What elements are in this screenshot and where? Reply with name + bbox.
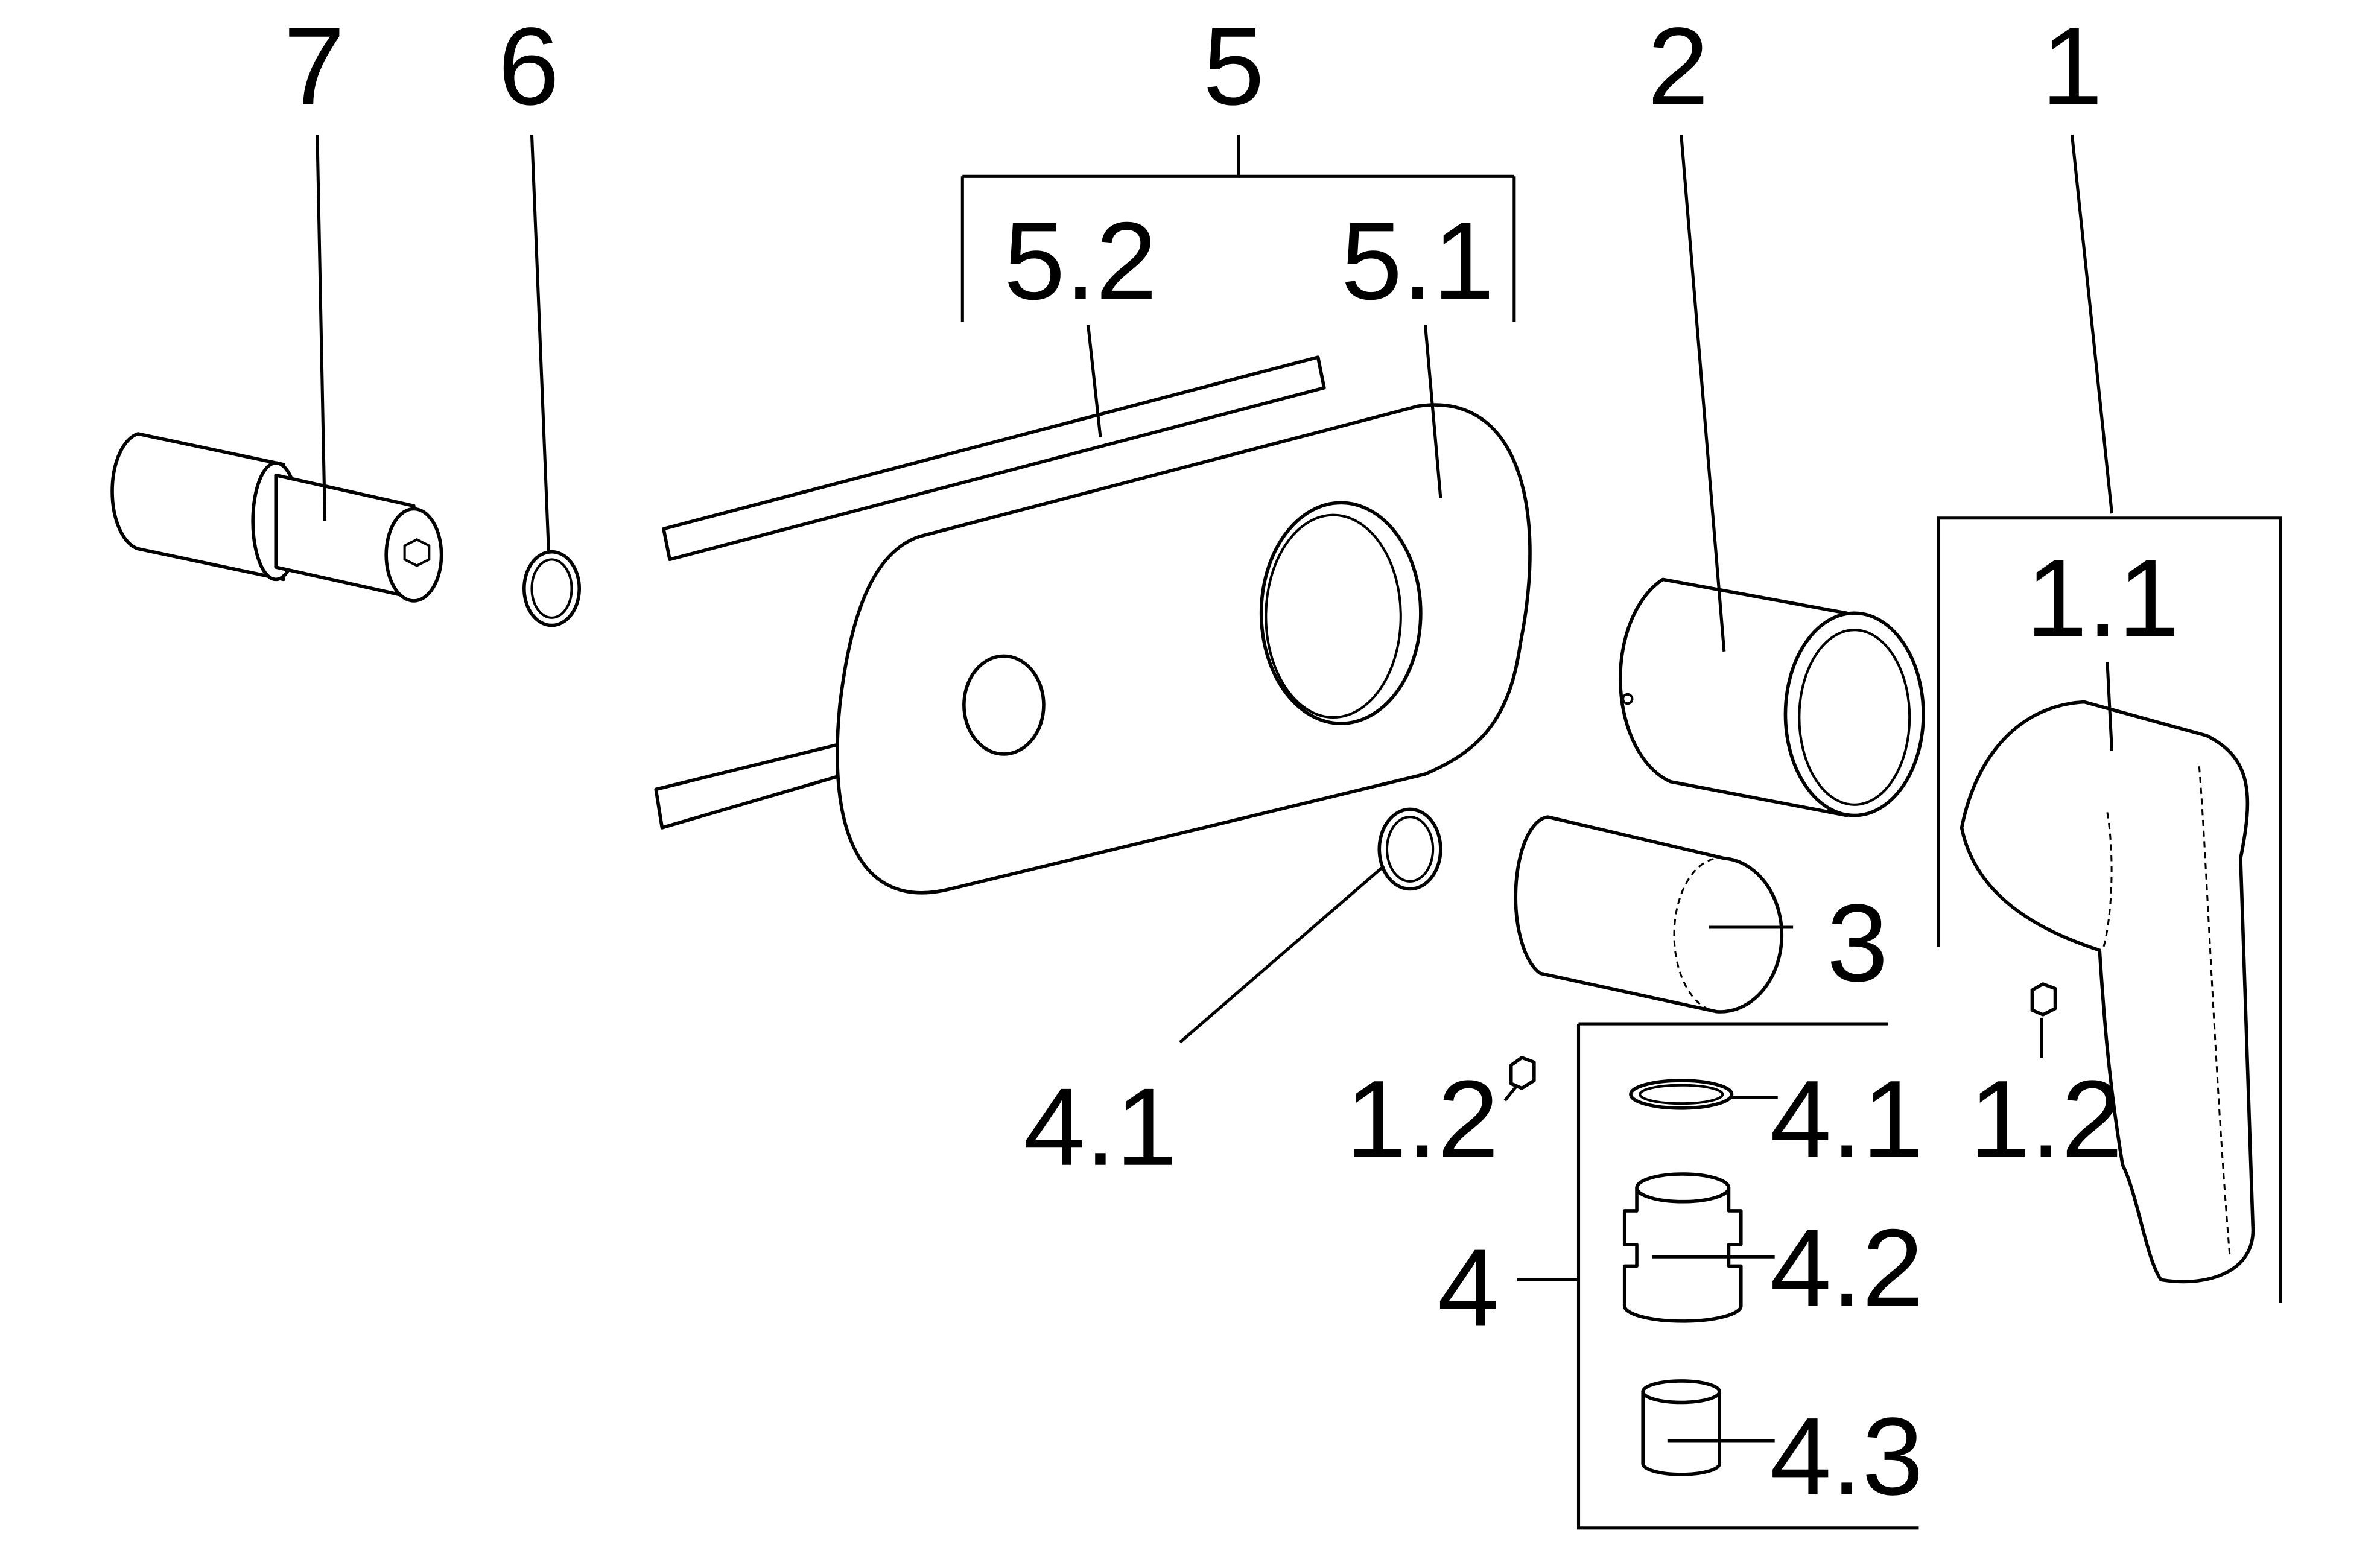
part-4-3-insert — [1641, 1379, 1775, 1476]
part-7-spindle-extension — [110, 135, 443, 603]
part-2-sleeve — [1618, 135, 1925, 817]
part-1-2-screw-left — [1503, 1056, 1536, 1102]
part-6-o-ring — [522, 135, 582, 627]
part-1-1-lever-handle — [1960, 662, 2255, 1284]
label-5-1: 5.1 — [1341, 198, 1494, 322]
label-3: 3 — [1827, 881, 1888, 1005]
bracket-1 — [1937, 516, 2282, 1303]
label-4-2: 4.2 — [1770, 1205, 1923, 1329]
leader-1 — [2070, 135, 2114, 514]
label-6: 6 — [498, 4, 560, 128]
label-5-2: 5.2 — [1004, 198, 1157, 322]
part-4-2-cartridge — [1622, 1172, 1775, 1323]
part-5-2-rods — [654, 325, 1326, 830]
label-4-3: 4.3 — [1770, 1394, 1923, 1518]
label-1-2-left: 1.2 — [1345, 1057, 1499, 1181]
part-1-2-screw-right — [2030, 982, 2057, 1058]
label-5: 5 — [1203, 4, 1265, 128]
label-4-1: 4.1 — [1770, 1057, 1923, 1181]
label-1: 1 — [2042, 4, 2103, 128]
part-4-1-o-ring-left — [1179, 807, 1442, 1044]
label-1-2-right: 1.2 — [1969, 1057, 2122, 1181]
part-4-1-o-ring — [1629, 1079, 1778, 1110]
label-1-1: 1.1 — [2026, 536, 2179, 659]
part-3-cap — [1514, 815, 1794, 1014]
label-7: 7 — [284, 4, 345, 128]
label-4-1-left: 4.1 — [1024, 1065, 1177, 1189]
bracket-4 — [1517, 1022, 1919, 1530]
label-2: 2 — [1648, 4, 1709, 128]
part-5-1-cover-plate — [836, 325, 1532, 895]
bracket-5 — [960, 135, 1516, 322]
label-4: 4 — [1438, 1225, 1499, 1349]
